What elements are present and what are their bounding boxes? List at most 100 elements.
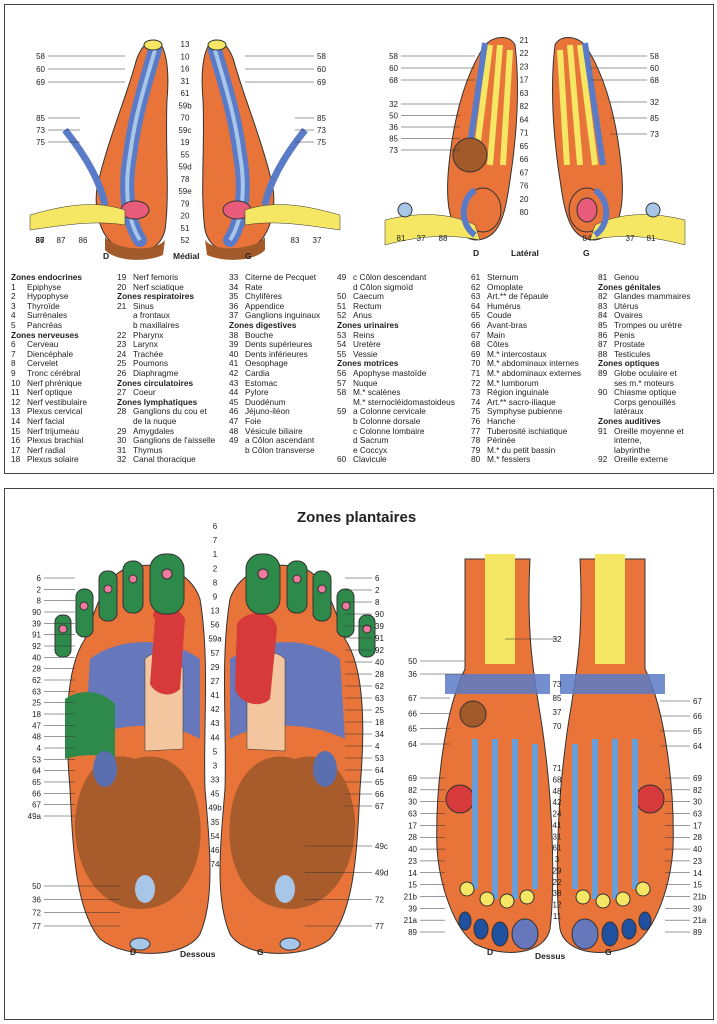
legend-item-number: 40 (229, 348, 239, 359)
legend-item-number: 77 (471, 425, 481, 436)
zone-number-label: 42 (553, 798, 562, 807)
zone-number-label: 69 (693, 774, 702, 783)
legend-item-text: Amygdales (133, 425, 175, 436)
zone-number-label: 28 (375, 670, 384, 679)
legend-item-number: 25 (117, 358, 127, 369)
zone-number-label: 81 (397, 234, 406, 243)
legend-item-text: Ovaires (614, 310, 643, 321)
zone-number-label: 57 (211, 649, 220, 658)
plantar-right-foot (219, 553, 376, 954)
legend-item-number: 24 (117, 348, 127, 359)
zone-number-label: 64 (375, 766, 384, 775)
zone-number-label: 31 (181, 77, 190, 86)
legend-item-text: Reins (353, 329, 375, 340)
zone-number-label: 91 (32, 631, 41, 640)
legend-heading: Zones digestives (229, 319, 297, 330)
zone-number-label: 6 (37, 574, 42, 583)
zone-number-label: 15 (693, 881, 702, 890)
legend-item-text: Chylifères (245, 291, 282, 302)
legend-item-text: Rectum (353, 300, 382, 311)
legend-item-number: 61 (471, 272, 481, 282)
zone-number-label: 36 (32, 895, 41, 904)
zone-number-label: 75 (36, 138, 45, 147)
legend-heading: Zones génitales (598, 281, 661, 292)
zone-number-label: 36 (408, 670, 417, 679)
zone-number-label: 82 (520, 102, 529, 111)
zone-number-label: 13 (181, 40, 190, 49)
legend-item-text: Globe oculaire et (614, 367, 677, 378)
zone-number-label: 17 (408, 821, 417, 830)
zone-number-label: 85 (36, 114, 45, 123)
legend-item-text: Nerf trijumeau (27, 425, 80, 436)
legend-item-text: Canal thoracique (133, 454, 196, 465)
legend-item-text: Foie (245, 415, 262, 426)
legend-item-text: Nerf femoris (133, 272, 179, 282)
zone-number-label: 76 (520, 182, 529, 191)
zone-number-label: 8 (213, 578, 218, 587)
zone-number-label: 17 (693, 821, 702, 830)
zone-number-label: 28 (693, 833, 702, 842)
zone-number-label: 64 (520, 115, 529, 124)
zone-number-label: 6 (213, 522, 218, 531)
legend-item-text: Trompes ou urètre (614, 319, 682, 330)
legend-item-text: M.* abdominaux externes (487, 367, 582, 378)
zone-number-label: 77 (375, 922, 384, 931)
lateral-right-foot (552, 37, 686, 246)
legend-item-number: 30 (117, 435, 127, 446)
zone-number-label: 43 (211, 719, 220, 728)
zone-number-label: 65 (32, 778, 41, 787)
legend-item-text: Humérus (487, 300, 521, 311)
legend-subitem: b Colonne dorsale (353, 415, 421, 426)
legend-item-number: 26 (117, 367, 127, 378)
legend-subitem: d Côlon sigmoïd (353, 281, 413, 292)
legend-item-text: Dents inférieures (245, 348, 308, 359)
zone-number-label: 80 (520, 208, 529, 217)
legend-heading: Zones urinaires (337, 319, 399, 330)
zone-number-label: 32 (389, 100, 398, 109)
zone-number-label: 58 (36, 52, 45, 61)
legend-item-number: 65 (471, 310, 481, 321)
legend-heading: Zones optiques (598, 358, 660, 369)
zone-number-label: 14 (408, 869, 417, 878)
legend-item-text: Penis (614, 329, 635, 340)
zone-number-label: 58 (317, 52, 326, 61)
legend-item-number: 21 (117, 300, 127, 311)
zone-number-label: 63 (520, 89, 529, 98)
legend-item-text: Périnée (487, 435, 516, 446)
legend-item-text: Avant-bras (487, 319, 527, 330)
zone-number-label: 63 (693, 810, 702, 819)
legend-item-number: 54 (337, 339, 347, 350)
legend-item-text: Côtes (487, 339, 509, 350)
zone-number-label: 44 (211, 733, 220, 742)
legend-item-number: 42 (229, 367, 239, 378)
top-diagram: 586069857375131016316159b7059c195559d785… (29, 36, 686, 260)
legend-item-text: M.* abdominaux internes (487, 358, 579, 369)
zone-number-label: 2 (375, 586, 380, 595)
legend-item-text: Clavicule (353, 454, 387, 465)
zone-number-label: 25 (32, 699, 41, 708)
legend-item-number: 78 (471, 435, 481, 446)
zone-number-label: 90 (375, 610, 384, 619)
zone-number-label: 13 (211, 607, 220, 616)
legend-item-number: 36 (229, 300, 239, 311)
zone-number-label: 73 (389, 146, 398, 155)
zone-number-label: 35 (211, 818, 220, 827)
legend-subitem: e Coccyx (353, 444, 388, 455)
